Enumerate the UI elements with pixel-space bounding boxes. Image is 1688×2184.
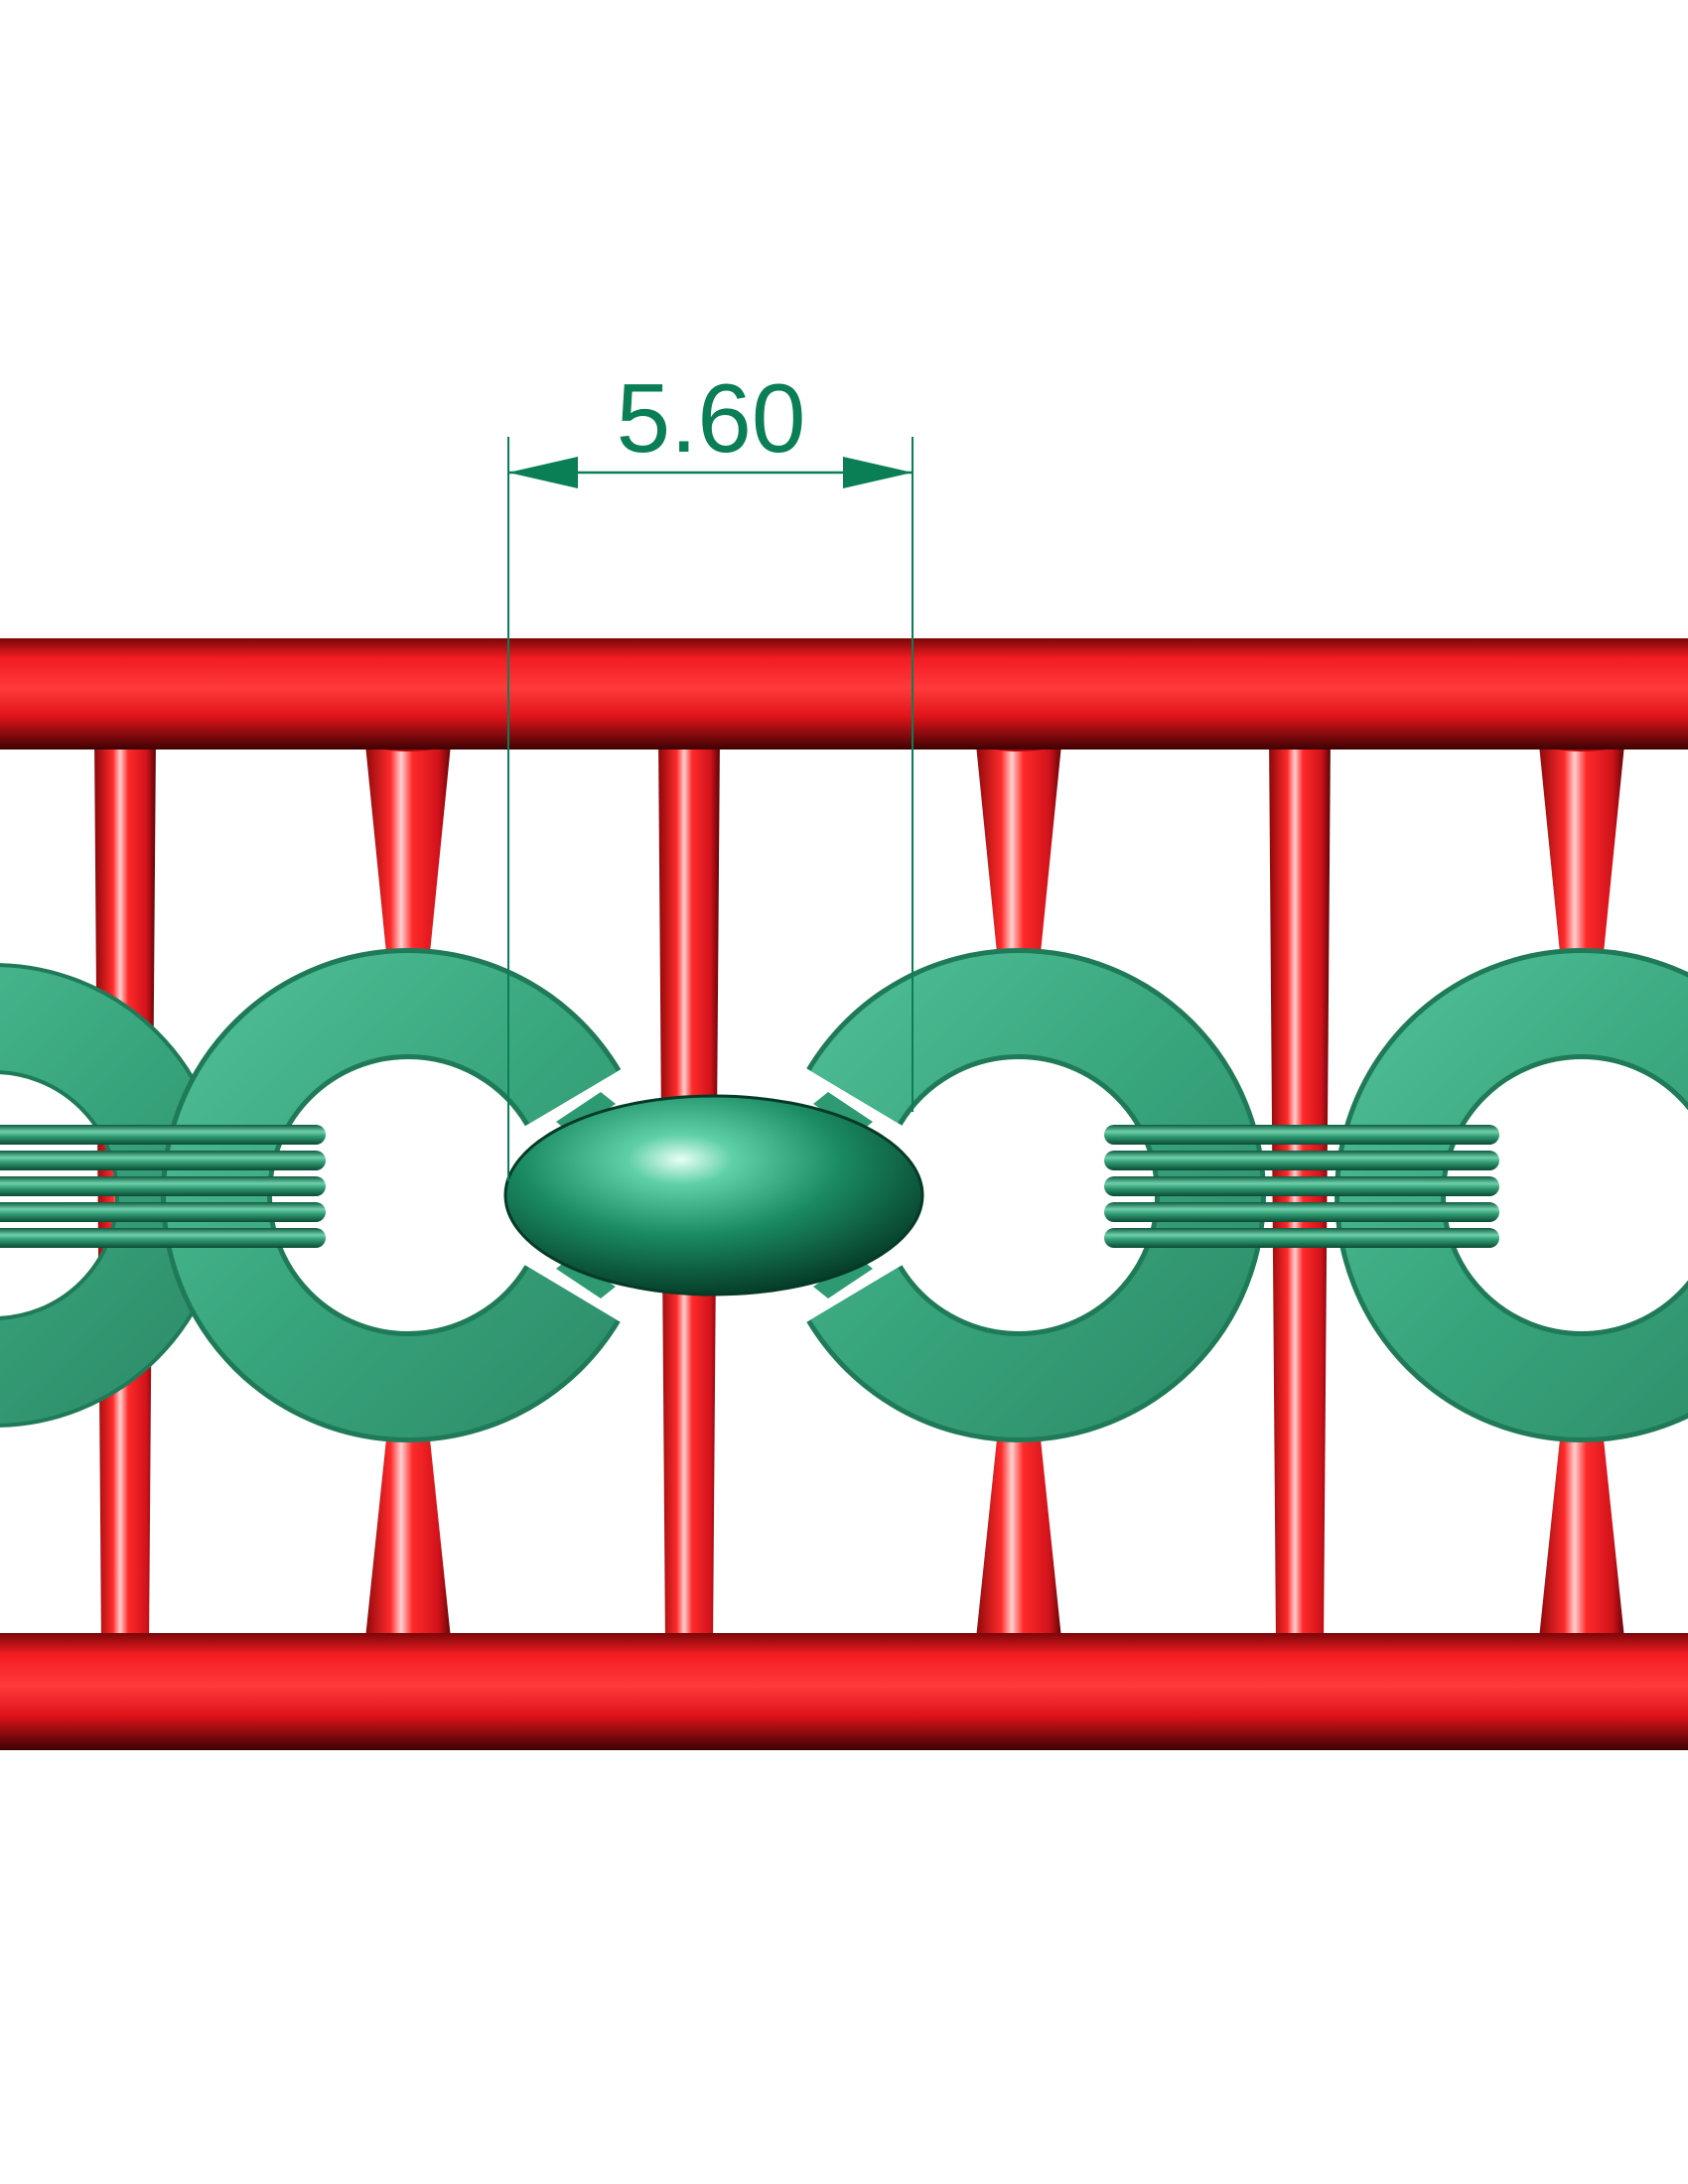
dimension-annotation: 5.60 [507,363,914,1181]
rod-tapered-lower-2 [975,1430,1062,1648]
center-bead-assembly [503,1092,924,1298]
band-right [1104,1125,1499,1248]
dimension-arrow-left-icon [508,457,578,488]
rod-tapered-upper-3 [1538,735,1625,963]
top-bar [0,638,1688,750]
band-left [0,1125,326,1248]
rod-tapered-upper-2 [975,735,1062,963]
rod-tapered-lower-3 [1538,1430,1625,1648]
dimension-arrow-right-icon [843,457,913,488]
horizontal-bars [0,638,1688,1750]
bottom-bar [0,1633,1688,1750]
rod-tapered-upper-1 [364,735,452,963]
dimension-label: 5.60 [617,363,806,473]
center-bead [503,1094,924,1297]
rod-tapered-lower-1 [364,1430,452,1648]
